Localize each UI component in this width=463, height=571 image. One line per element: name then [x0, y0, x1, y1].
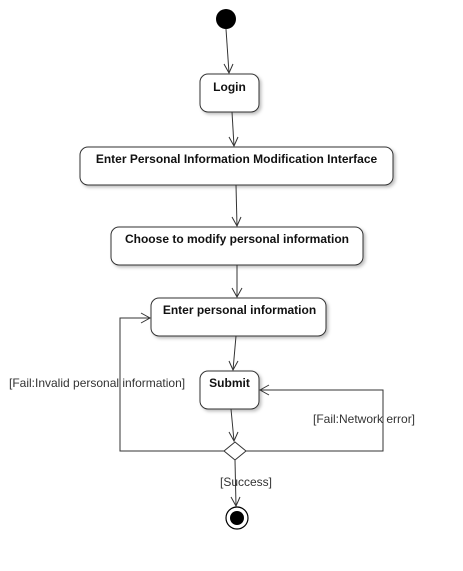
activity-enter-interface: Enter Personal Information Modification …: [79, 146, 394, 186]
edge-fail-invalid-loop: [119, 312, 224, 452]
activity-enter-info: Enter personal information: [150, 297, 327, 337]
edge-interface-to-choose: [231, 184, 242, 228]
initial-node: [216, 9, 236, 29]
activity-submit: Submit: [199, 370, 260, 410]
activity-submit-label: Submit: [209, 376, 250, 390]
activity-login: Login: [199, 73, 260, 113]
edge-submit-to-decision: [228, 408, 239, 443]
activity-enter-info-label: Enter personal information: [163, 303, 316, 317]
activity-choose-modify-label: Choose to modify personal information: [125, 232, 349, 246]
decision-node: [223, 441, 247, 461]
edge-fail-network-loop: [246, 384, 384, 452]
edge-choose-to-enter-info: [231, 265, 243, 299]
activity-login-label: Login: [213, 80, 246, 94]
final-node: [225, 506, 249, 530]
activity-choose-modify: Choose to modify personal information: [110, 226, 364, 266]
activity-enter-interface-label: Enter Personal Information Modification …: [96, 152, 378, 166]
edge-decision-to-final: [230, 459, 241, 508]
edge-enter-info-to-submit: [228, 335, 239, 372]
edge-initial-to-login: [223, 28, 234, 75]
guard-fail-network: [Fail:Network error]: [313, 412, 415, 426]
edge-login-to-interface: [228, 111, 239, 148]
guard-success: [Success]: [220, 475, 272, 489]
guard-fail-invalid: [Fail:Invalid personal information]: [9, 376, 185, 390]
